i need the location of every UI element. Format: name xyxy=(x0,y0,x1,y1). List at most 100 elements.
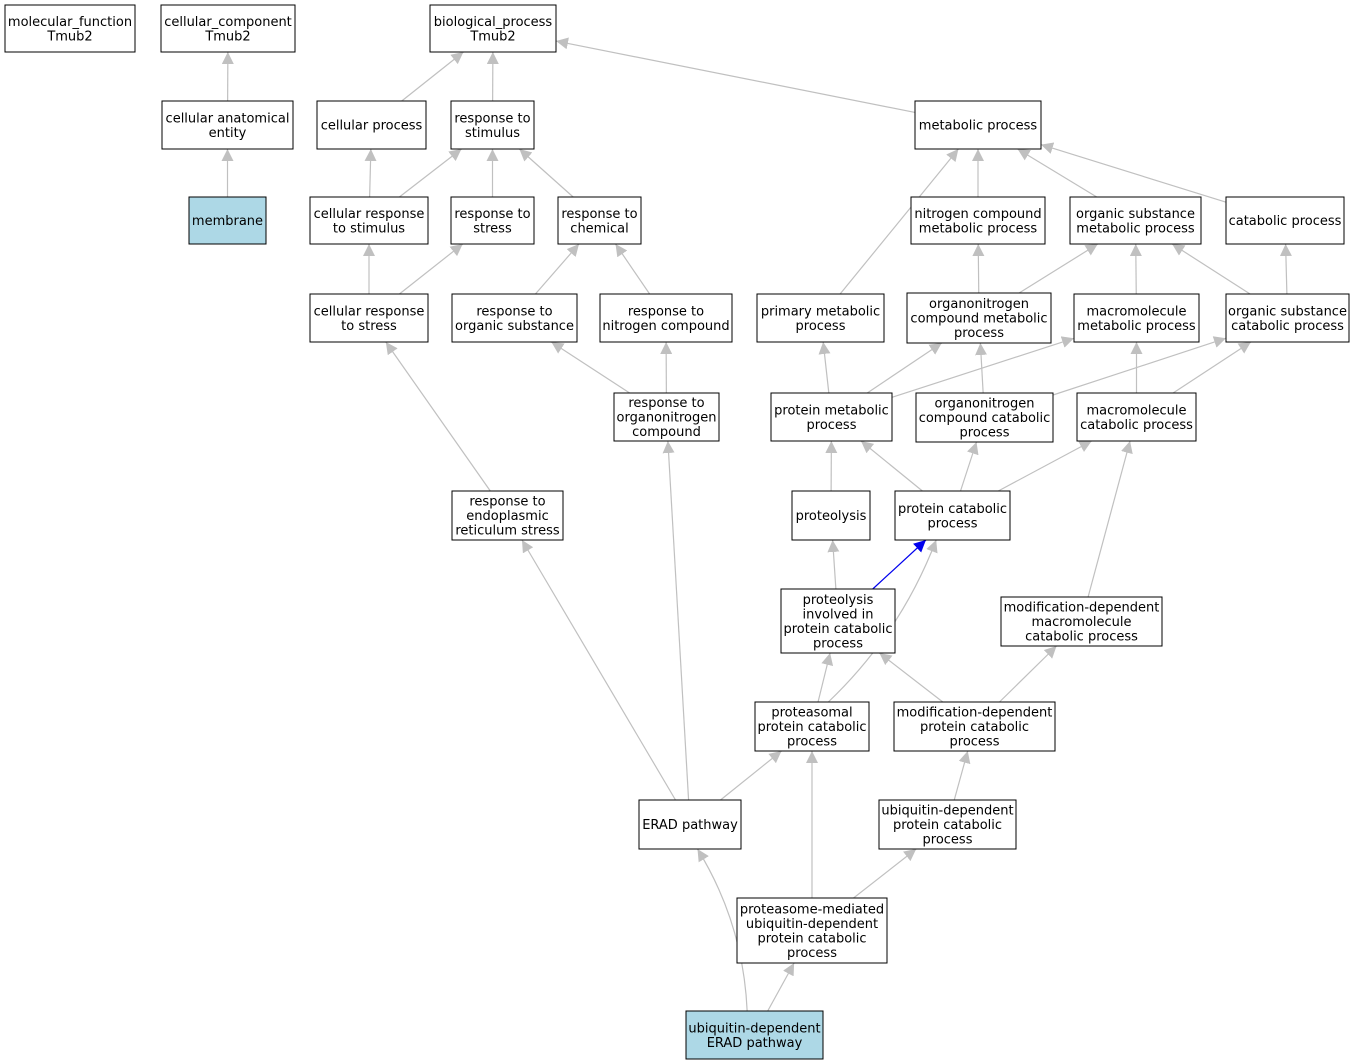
edge-macro_catab-to-org_catab xyxy=(1172,341,1252,394)
node-label-line: proteasome-mediated xyxy=(740,902,884,917)
node-label-line: cellular anatomical xyxy=(166,111,290,126)
edge-moddep_macro-to-macro_catab xyxy=(1087,440,1133,598)
node-label-line: proteolysis xyxy=(803,593,874,608)
edge-ubdep_erad-to-erad xyxy=(696,848,748,1012)
node-label-line: catabolic process xyxy=(1025,630,1138,645)
node-cellproc[interactable]: cellular process xyxy=(316,100,427,150)
edge-catab-to-metab xyxy=(1040,142,1227,203)
node-membrane[interactable]: membrane xyxy=(188,196,267,245)
node-label-line: macromolecule xyxy=(1031,615,1131,630)
node-moddep_macro[interactable]: modification-dependentmacromoleculecatab… xyxy=(1000,596,1163,647)
node-label-line: protein catabolic xyxy=(757,720,866,735)
node-label-line: organic substance xyxy=(1076,207,1195,222)
node-label-line: response to xyxy=(469,495,545,510)
edge-cell_resp_stim-to-cellproc xyxy=(364,148,377,198)
edge-resp_chem-to-resp_stim xyxy=(518,148,574,198)
node-label-line: cellular_component xyxy=(164,15,292,30)
node-label-line: process xyxy=(954,326,1004,341)
node-erad[interactable]: ERAD pathway xyxy=(638,799,742,850)
node-label-line: process xyxy=(787,735,837,750)
edge-org_catab-to-org_metab xyxy=(1171,243,1251,295)
node-label-line: response to xyxy=(628,396,704,411)
node-label-line: stress xyxy=(473,221,512,236)
node-proteolysis[interactable]: proteolysis xyxy=(791,490,871,541)
edge-ubdep_erad-to-proteasome_med xyxy=(767,962,795,1012)
node-catab[interactable]: catabolic process xyxy=(1225,196,1345,245)
node-box xyxy=(915,392,1054,443)
node-proteasome_med[interactable]: proteasome-mediatedubiquitin-dependentpr… xyxy=(736,897,888,964)
node-box xyxy=(161,100,294,150)
edge-erad-to-proteasomal xyxy=(720,750,782,801)
edge-resp_nitro-to-resp_chem xyxy=(615,243,651,295)
edge-moddep_prot-to-moddep_macro xyxy=(999,645,1057,703)
edge-prot_catab-to-orgnitro_catab xyxy=(959,441,979,492)
edge-orgnitro_catab-to-org_catab xyxy=(1052,336,1227,396)
node-label-line: nitrogen compound xyxy=(602,319,729,334)
node-label-line: reticulum stress xyxy=(455,524,560,539)
node-box xyxy=(878,799,1017,850)
edge-prot_catab-to-macro_catab xyxy=(997,440,1092,492)
node-label-line: organic substance xyxy=(455,319,574,334)
node-label-line: proteolysis xyxy=(796,509,867,524)
node-label-line: organic substance xyxy=(1228,304,1347,319)
node-label-line: protein catabolic xyxy=(898,502,1007,517)
edge-orgnitro_metab-to-nitro_metab xyxy=(972,243,985,294)
node-label-line: response to xyxy=(454,207,530,222)
edge-org_catab-to-catab xyxy=(1279,243,1292,295)
node-box xyxy=(1076,392,1197,442)
node-box xyxy=(791,490,871,541)
node-box xyxy=(599,293,733,343)
node-label-line: ERAD pathway xyxy=(642,818,738,833)
edge-proteo_inv-to-proteolysis xyxy=(827,539,840,590)
node-label-line: process xyxy=(928,516,978,531)
node-label-line: to stimulus xyxy=(333,221,405,236)
node-label-line: catabolic process xyxy=(1231,319,1344,334)
node-label-line: protein catabolic xyxy=(920,720,1029,735)
node-metab[interactable]: metabolic process xyxy=(914,100,1042,150)
node-box xyxy=(1225,293,1350,343)
node-label-line: entity xyxy=(209,126,247,141)
node-label-line: to stress xyxy=(341,319,397,334)
node-label-line: cellular response xyxy=(314,304,425,319)
edge-resp_er-to-cell_resp_stress xyxy=(385,341,491,492)
node-label-line: process xyxy=(796,319,846,334)
edge-proteasomal-to-proteo_inv xyxy=(817,652,834,703)
edge-prot_metab-to-orgnitro_metab xyxy=(866,342,943,394)
node-label-line: process xyxy=(787,946,837,961)
node-box xyxy=(451,490,564,541)
node-label-line: compound catabolic xyxy=(919,411,1051,426)
node-label-line: response to xyxy=(628,304,704,319)
edge-metab-to-bp xyxy=(555,37,916,114)
edge-proteasome_med-to-ubdep_prot xyxy=(853,848,917,899)
node-label-line: protein catabolic xyxy=(783,622,892,637)
